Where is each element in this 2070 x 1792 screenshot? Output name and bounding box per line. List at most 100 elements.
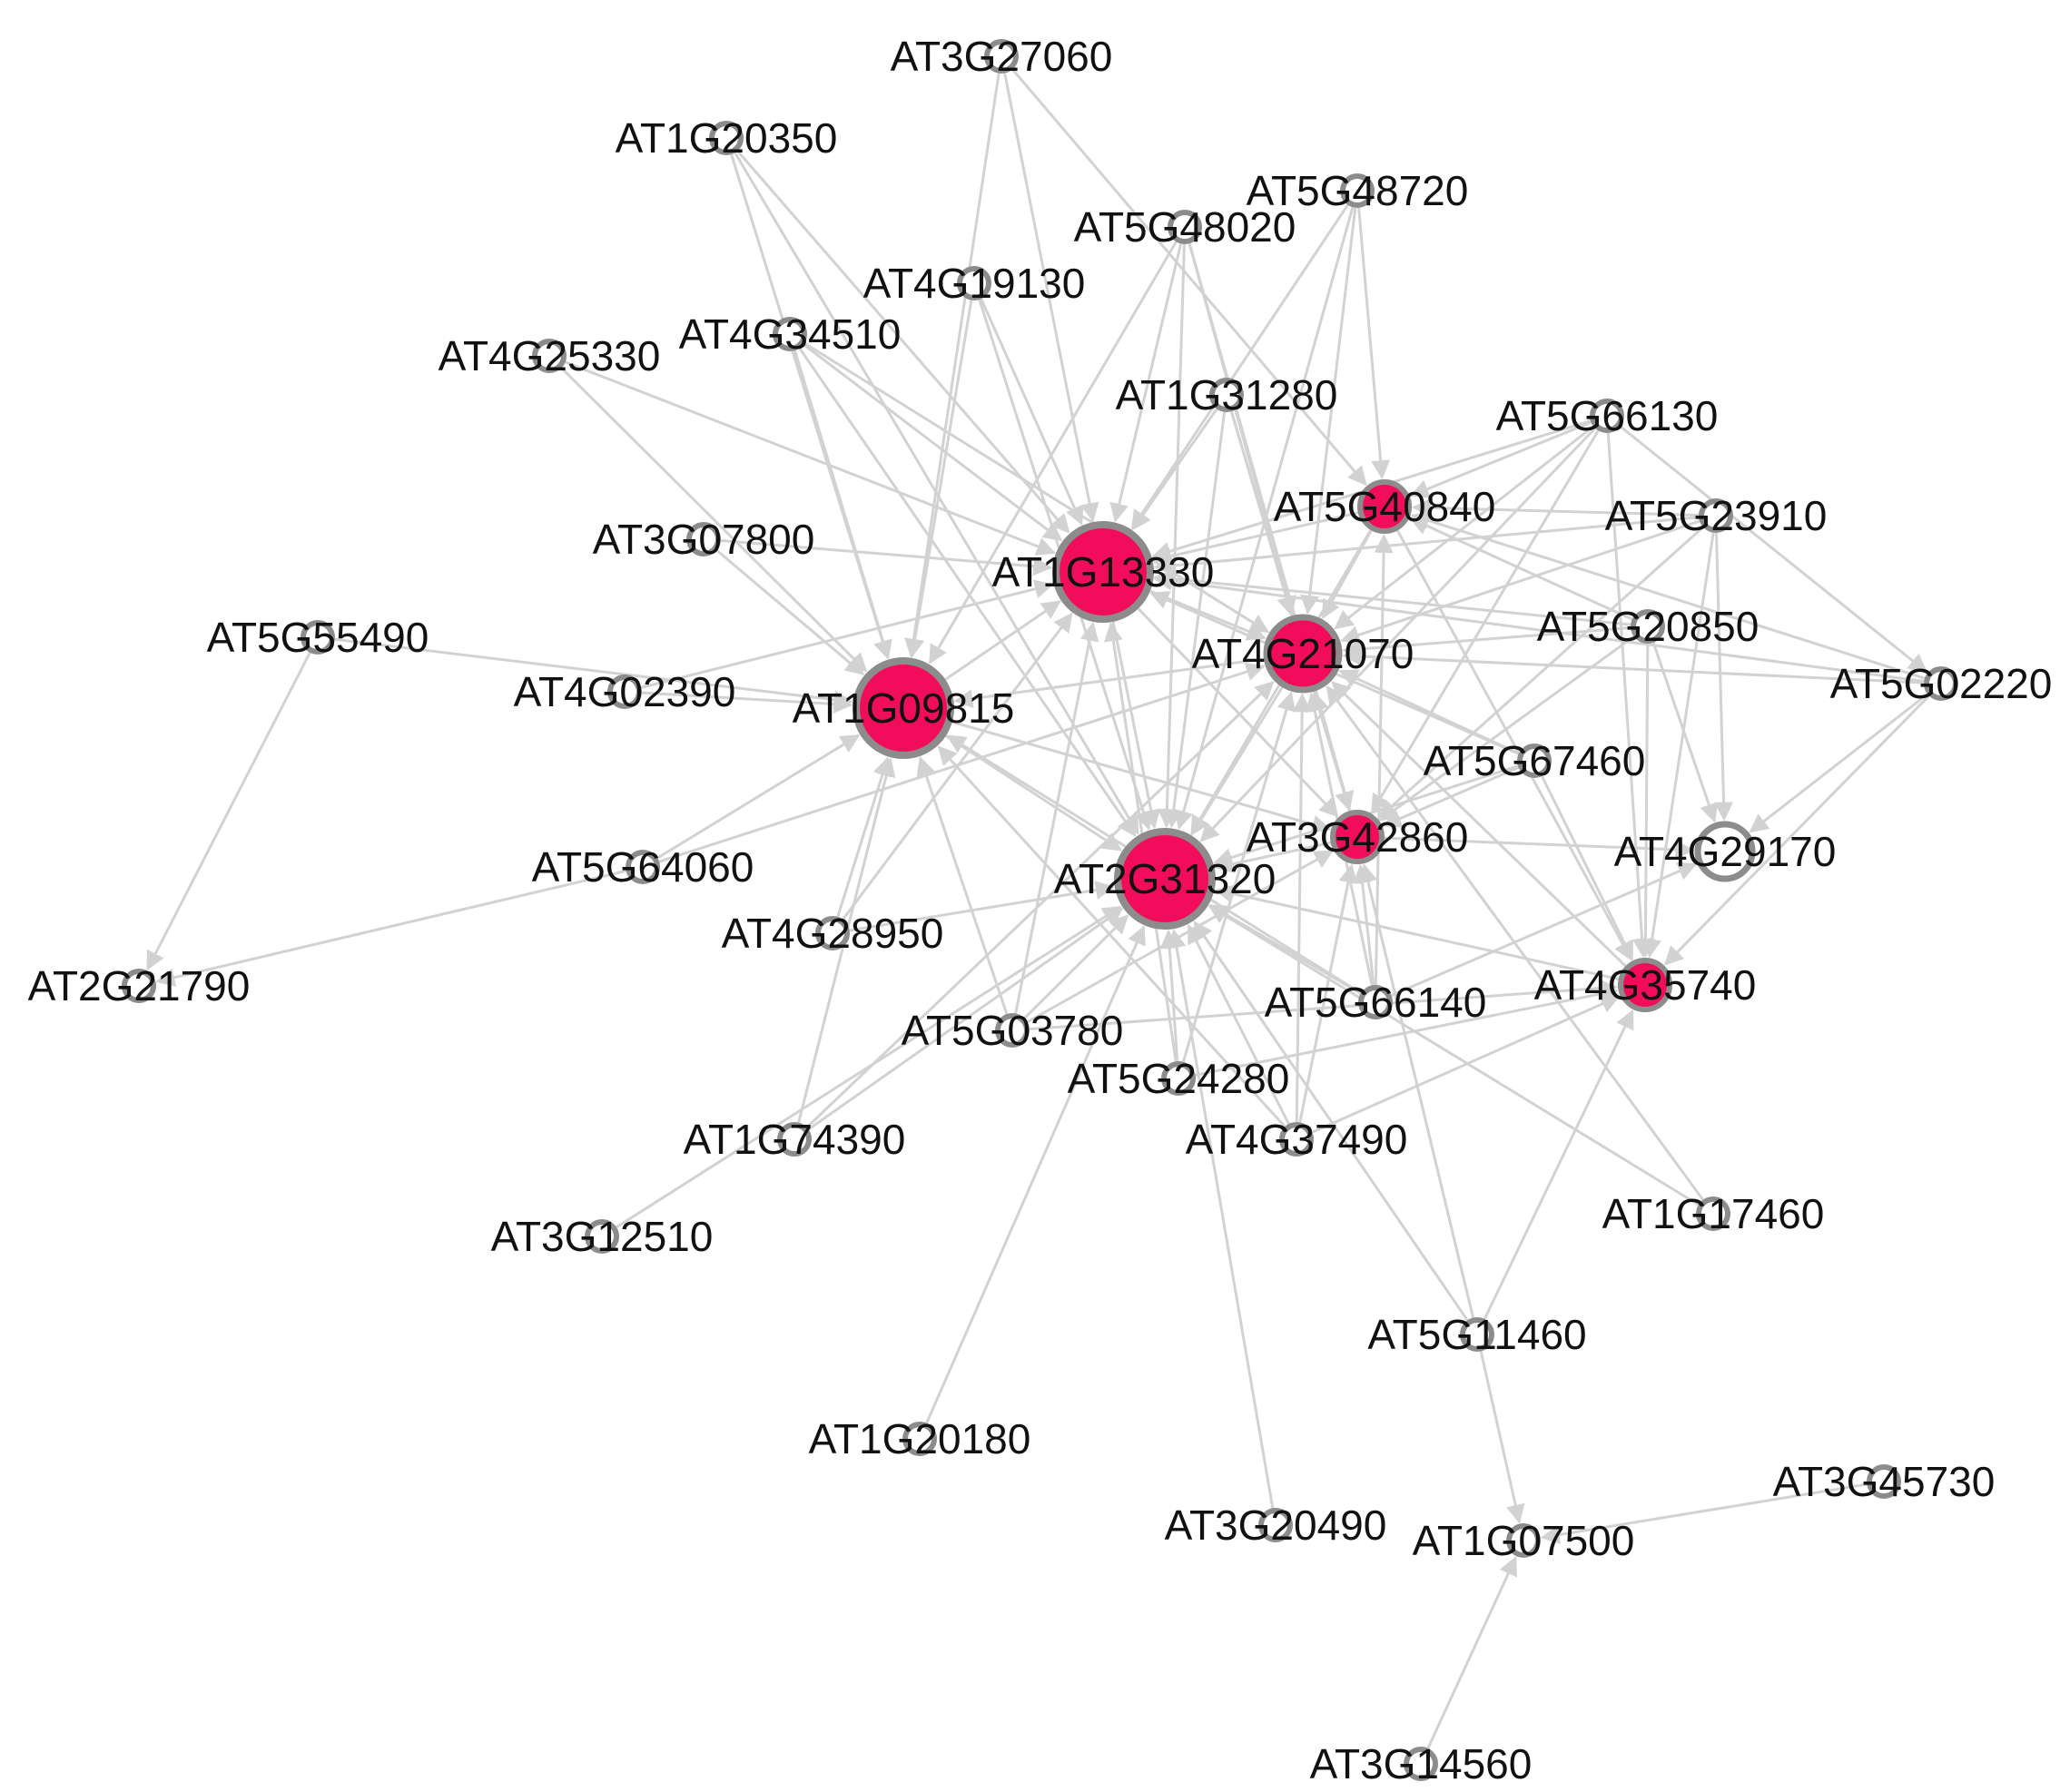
edge-AT4G02390-to-AT1G13330 [641, 579, 1054, 689]
edge-AT5G23910-to-AT4G29170 [1714, 532, 1734, 822]
edge-AT1G09815-to-AT2G31320 [945, 734, 1123, 852]
node-AT4G02390[interactable] [607, 674, 642, 709]
edge-AT5G03780-to-AT1G09815 [916, 755, 1009, 1015]
node-AT5G02220[interactable] [1924, 666, 1958, 701]
edge-AT3G20490-to-AT2G31320 [1167, 929, 1275, 1509]
node-AT2G31320[interactable] [1114, 828, 1216, 930]
node-AT5G67460[interactable] [1517, 743, 1552, 778]
edge-AT5G40840-to-AT1G13330 [1152, 511, 1359, 566]
edge-AT5G11460-to-AT3G42860 [1358, 863, 1475, 1318]
edge-AT5G24280-to-AT2G31320 [1159, 929, 1179, 1062]
edge-AT5G02220-to-AT4G35740 [1663, 694, 1930, 966]
edge-AT5G66130-to-AT4G35740 [1606, 432, 1652, 959]
node-label-AT5G02220: AT5G02220 [1830, 660, 2053, 707]
node-AT5G23910[interactable] [1699, 498, 1733, 533]
edge-AT5G40840-to-AT4G35740 [1396, 529, 1633, 961]
node-AT4G37490[interactable] [1279, 1122, 1314, 1157]
node-label-AT5G64060: AT5G64060 [532, 843, 754, 891]
node-AT5G66140[interactable] [1358, 985, 1393, 1019]
node-label-AT3G14560: AT3G14560 [1310, 1740, 1533, 1787]
node-label-AT5G55490: AT5G55490 [207, 614, 429, 661]
node-AT4G21070[interactable] [1263, 614, 1343, 694]
node-label-AT5G20850: AT5G20850 [1537, 603, 1760, 650]
node-AT5G55490[interactable] [301, 620, 335, 655]
edge-AT1G17460-to-AT2G31320 [1208, 904, 1700, 1206]
node-label-AT3G07800: AT3G07800 [593, 516, 815, 563]
node-AT5G03780[interactable] [995, 1013, 1030, 1048]
edge-AT3G42860-to-AT4G29170 [1384, 836, 1695, 860]
node-AT3G14560[interactable] [1404, 1747, 1438, 1781]
node-AT3G45730[interactable] [1867, 1464, 1901, 1499]
node-AT2G21790[interactable] [122, 969, 156, 1003]
node-label-AT3G45730: AT3G45730 [1773, 1458, 1996, 1505]
edge-AT5G64060-to-AT1G09815 [656, 734, 861, 860]
edge-AT1G31280-to-AT1G13330 [1131, 408, 1218, 531]
edge-AT3G42860-to-AT2G31320 [1214, 841, 1332, 873]
node-label-AT5G48720: AT5G48720 [1247, 167, 1469, 214]
node-AT4G19130[interactable] [957, 266, 991, 300]
node-label-AT5G66130: AT5G66130 [1496, 392, 1719, 439]
edge-AT5G20850-to-AT1G13330 [1153, 569, 1631, 626]
node-AT1G13330[interactable] [1052, 521, 1154, 623]
edge-AT4G21070-to-AT2G31320 [1191, 686, 1284, 836]
node-AT1G09815[interactable] [853, 657, 954, 759]
node-label-AT5G67460: AT5G67460 [1424, 737, 1646, 784]
node-AT1G17460[interactable] [1696, 1196, 1730, 1231]
node-AT3G07800[interactable] [686, 522, 721, 556]
edge-AT3G27060-to-AT1G09815 [904, 73, 1000, 658]
node-AT1G20350[interactable] [709, 121, 744, 155]
edge-AT5G66130-to-AT4G21070 [1334, 425, 1594, 630]
edge-AT3G07800-to-AT1G09815 [715, 549, 865, 675]
node-label-AT3G20490: AT3G20490 [1165, 1502, 1387, 1549]
node-AT4G25330[interactable] [532, 339, 567, 373]
node-AT3G27060[interactable] [984, 39, 1019, 74]
node-AT3G12510[interactable] [585, 1219, 619, 1254]
node-AT5G40840[interactable] [1357, 479, 1412, 534]
edge-AT5G66140-to-AT3G42860 [1353, 863, 1375, 986]
node-AT5G66130[interactable] [1590, 399, 1624, 433]
node-label-AT1G20350: AT1G20350 [616, 114, 838, 162]
edge-AT5G03780-to-AT1G13330 [1014, 621, 1099, 1014]
node-label-AT1G07500: AT1G07500 [1413, 1517, 1635, 1564]
node-AT4G35740[interactable] [1618, 958, 1672, 1012]
node-label-AT1G74390: AT1G74390 [684, 1116, 906, 1163]
edge-AT5G20850-to-AT5G40840 [1409, 517, 1633, 621]
edge-AT5G48020-to-AT1G13330 [1109, 243, 1183, 523]
edge-AT4G28950-to-AT1G09815 [836, 756, 892, 918]
node-AT5G20850[interactable] [1631, 609, 1665, 644]
node-label-AT1G09815: AT1G09815 [793, 684, 1015, 732]
node-label-AT5G23910: AT5G23910 [1605, 492, 1828, 539]
edge-AT4G34510-to-AT2G31320 [798, 347, 1137, 837]
node-AT1G31280[interactable] [1209, 378, 1244, 412]
edge-AT1G31280-to-AT2G31320 [1164, 411, 1227, 829]
node-AT3G42860[interactable] [1330, 810, 1385, 864]
node-label-AT3G27060: AT3G27060 [891, 33, 1113, 80]
node-AT5G24280[interactable] [1161, 1061, 1196, 1096]
node-AT1G20180[interactable] [902, 1422, 937, 1456]
node-AT4G28950[interactable] [815, 916, 850, 950]
edge-AT5G02220-to-AT1G13330 [1153, 571, 1925, 683]
node-label-AT4G29170: AT4G29170 [1614, 828, 1837, 875]
edge-AT4G34510-to-AT1G09815 [794, 350, 892, 660]
node-AT5G11460[interactable] [1460, 1317, 1494, 1352]
edges-layer [146, 68, 1930, 1749]
node-AT1G74390[interactable] [777, 1122, 812, 1157]
edge-AT4G37490-to-AT2G31320 [1187, 923, 1290, 1125]
edge-AT4G35740-to-AT4G21070 [1331, 681, 1627, 968]
node-AT3G20490[interactable] [1258, 1508, 1293, 1542]
node-AT5G48720[interactable] [1340, 173, 1375, 208]
edge-AT5G23910-to-AT5G40840 [1411, 497, 1700, 517]
node-AT4G34510[interactable] [773, 317, 807, 351]
node-AT4G29170[interactable] [1694, 821, 1756, 882]
node-AT1G07500[interactable] [1506, 1523, 1541, 1558]
node-label-AT2G31320: AT2G31320 [1054, 855, 1276, 902]
node-label-AT4G34510: AT4G34510 [679, 310, 902, 358]
edge-AT4G37490-to-AT1G09815 [937, 745, 1286, 1127]
edge-AT5G02220-to-AT4G21070 [1342, 646, 1925, 684]
edge-AT5G20850-to-AT4G29170 [1651, 642, 1719, 823]
edge-AT3G27060-to-AT1G13330 [1003, 73, 1099, 523]
edge-AT5G48020-to-AT2G31320 [1157, 243, 1186, 829]
node-AT5G48020[interactable] [1168, 210, 1202, 244]
node-AT5G64060[interactable] [626, 850, 660, 884]
